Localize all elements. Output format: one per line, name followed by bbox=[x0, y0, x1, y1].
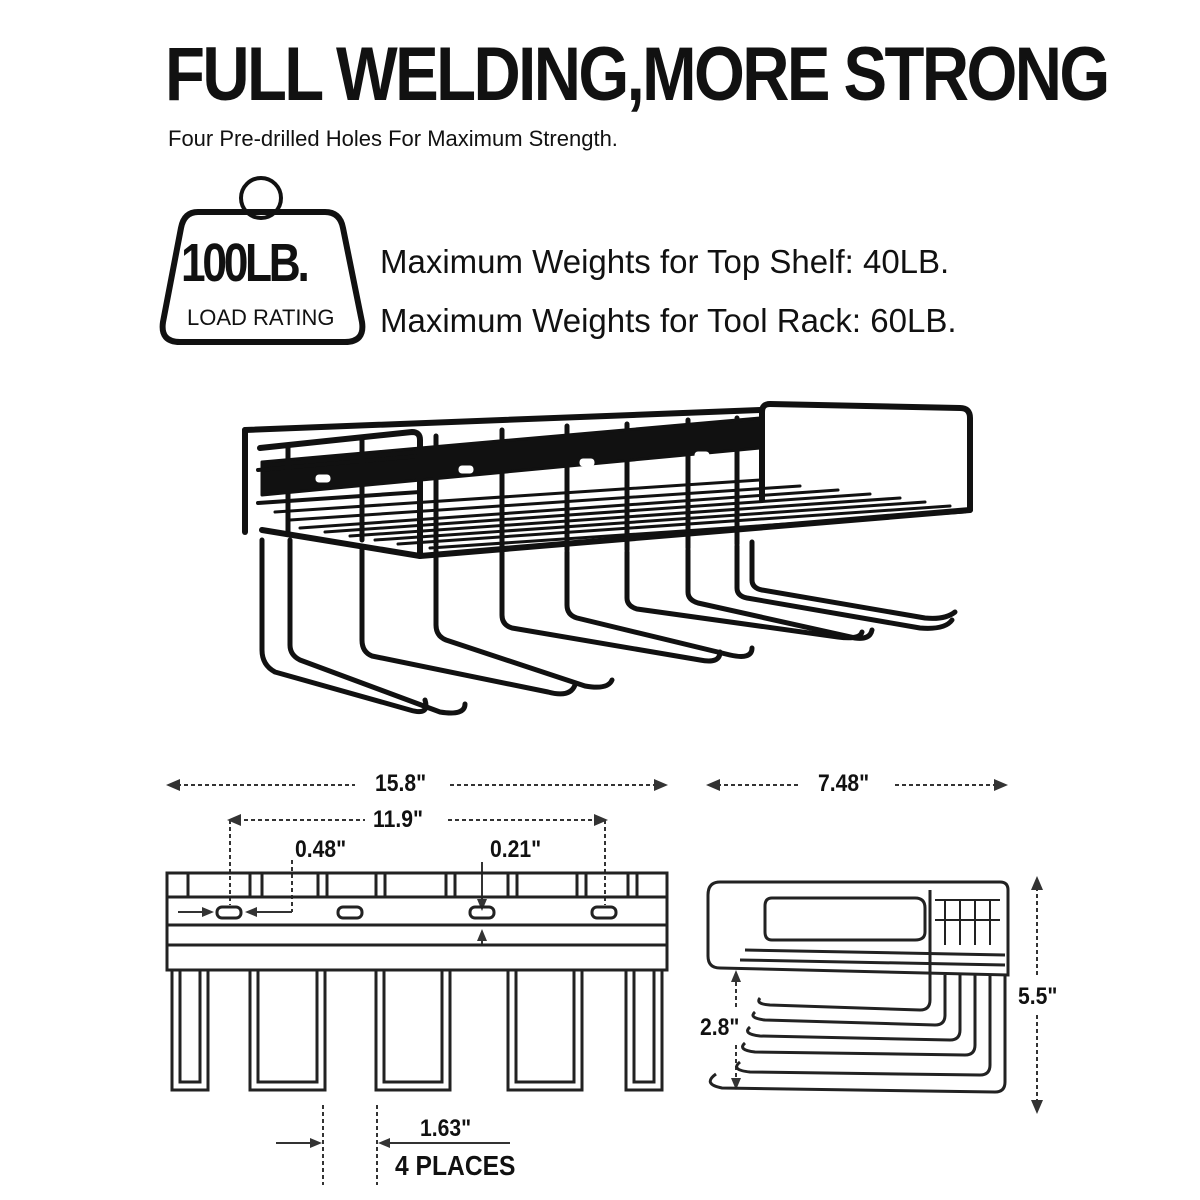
dim-hole-span: 11.9" bbox=[373, 806, 423, 833]
subheadline: Four Pre-drilled Holes For Maximum Stren… bbox=[168, 126, 618, 151]
headline: FULL WELDING,MORE STRONG bbox=[165, 32, 1110, 117]
dim-depth: 7.48" bbox=[818, 770, 870, 797]
front-view bbox=[165, 871, 669, 1092]
dim-hole-width: 0.48" bbox=[295, 836, 347, 863]
rack-illustration bbox=[242, 401, 973, 716]
dim-slot-note: 4 PLACES bbox=[395, 1150, 516, 1181]
dim-slot-width: 1.63" bbox=[420, 1115, 472, 1142]
spec-tool-rack: Maximum Weights for Tool Rack: 60LB. bbox=[380, 302, 957, 339]
badge-value: 100LB. bbox=[181, 233, 310, 293]
dim-height: 5.5" bbox=[1018, 983, 1058, 1010]
dimension-lines bbox=[166, 779, 1043, 1185]
dim-hole-height: 0.21" bbox=[490, 836, 542, 863]
dim-hook-gap: 2.8" bbox=[700, 1014, 740, 1041]
spec-top-shelf: Maximum Weights for Top Shelf: 40LB. bbox=[380, 243, 950, 280]
weight-icon bbox=[159, 176, 366, 345]
dim-total-width: 15.8" bbox=[375, 770, 427, 797]
badge-label: LOAD RATING bbox=[187, 305, 335, 330]
side-view bbox=[706, 880, 1010, 1094]
